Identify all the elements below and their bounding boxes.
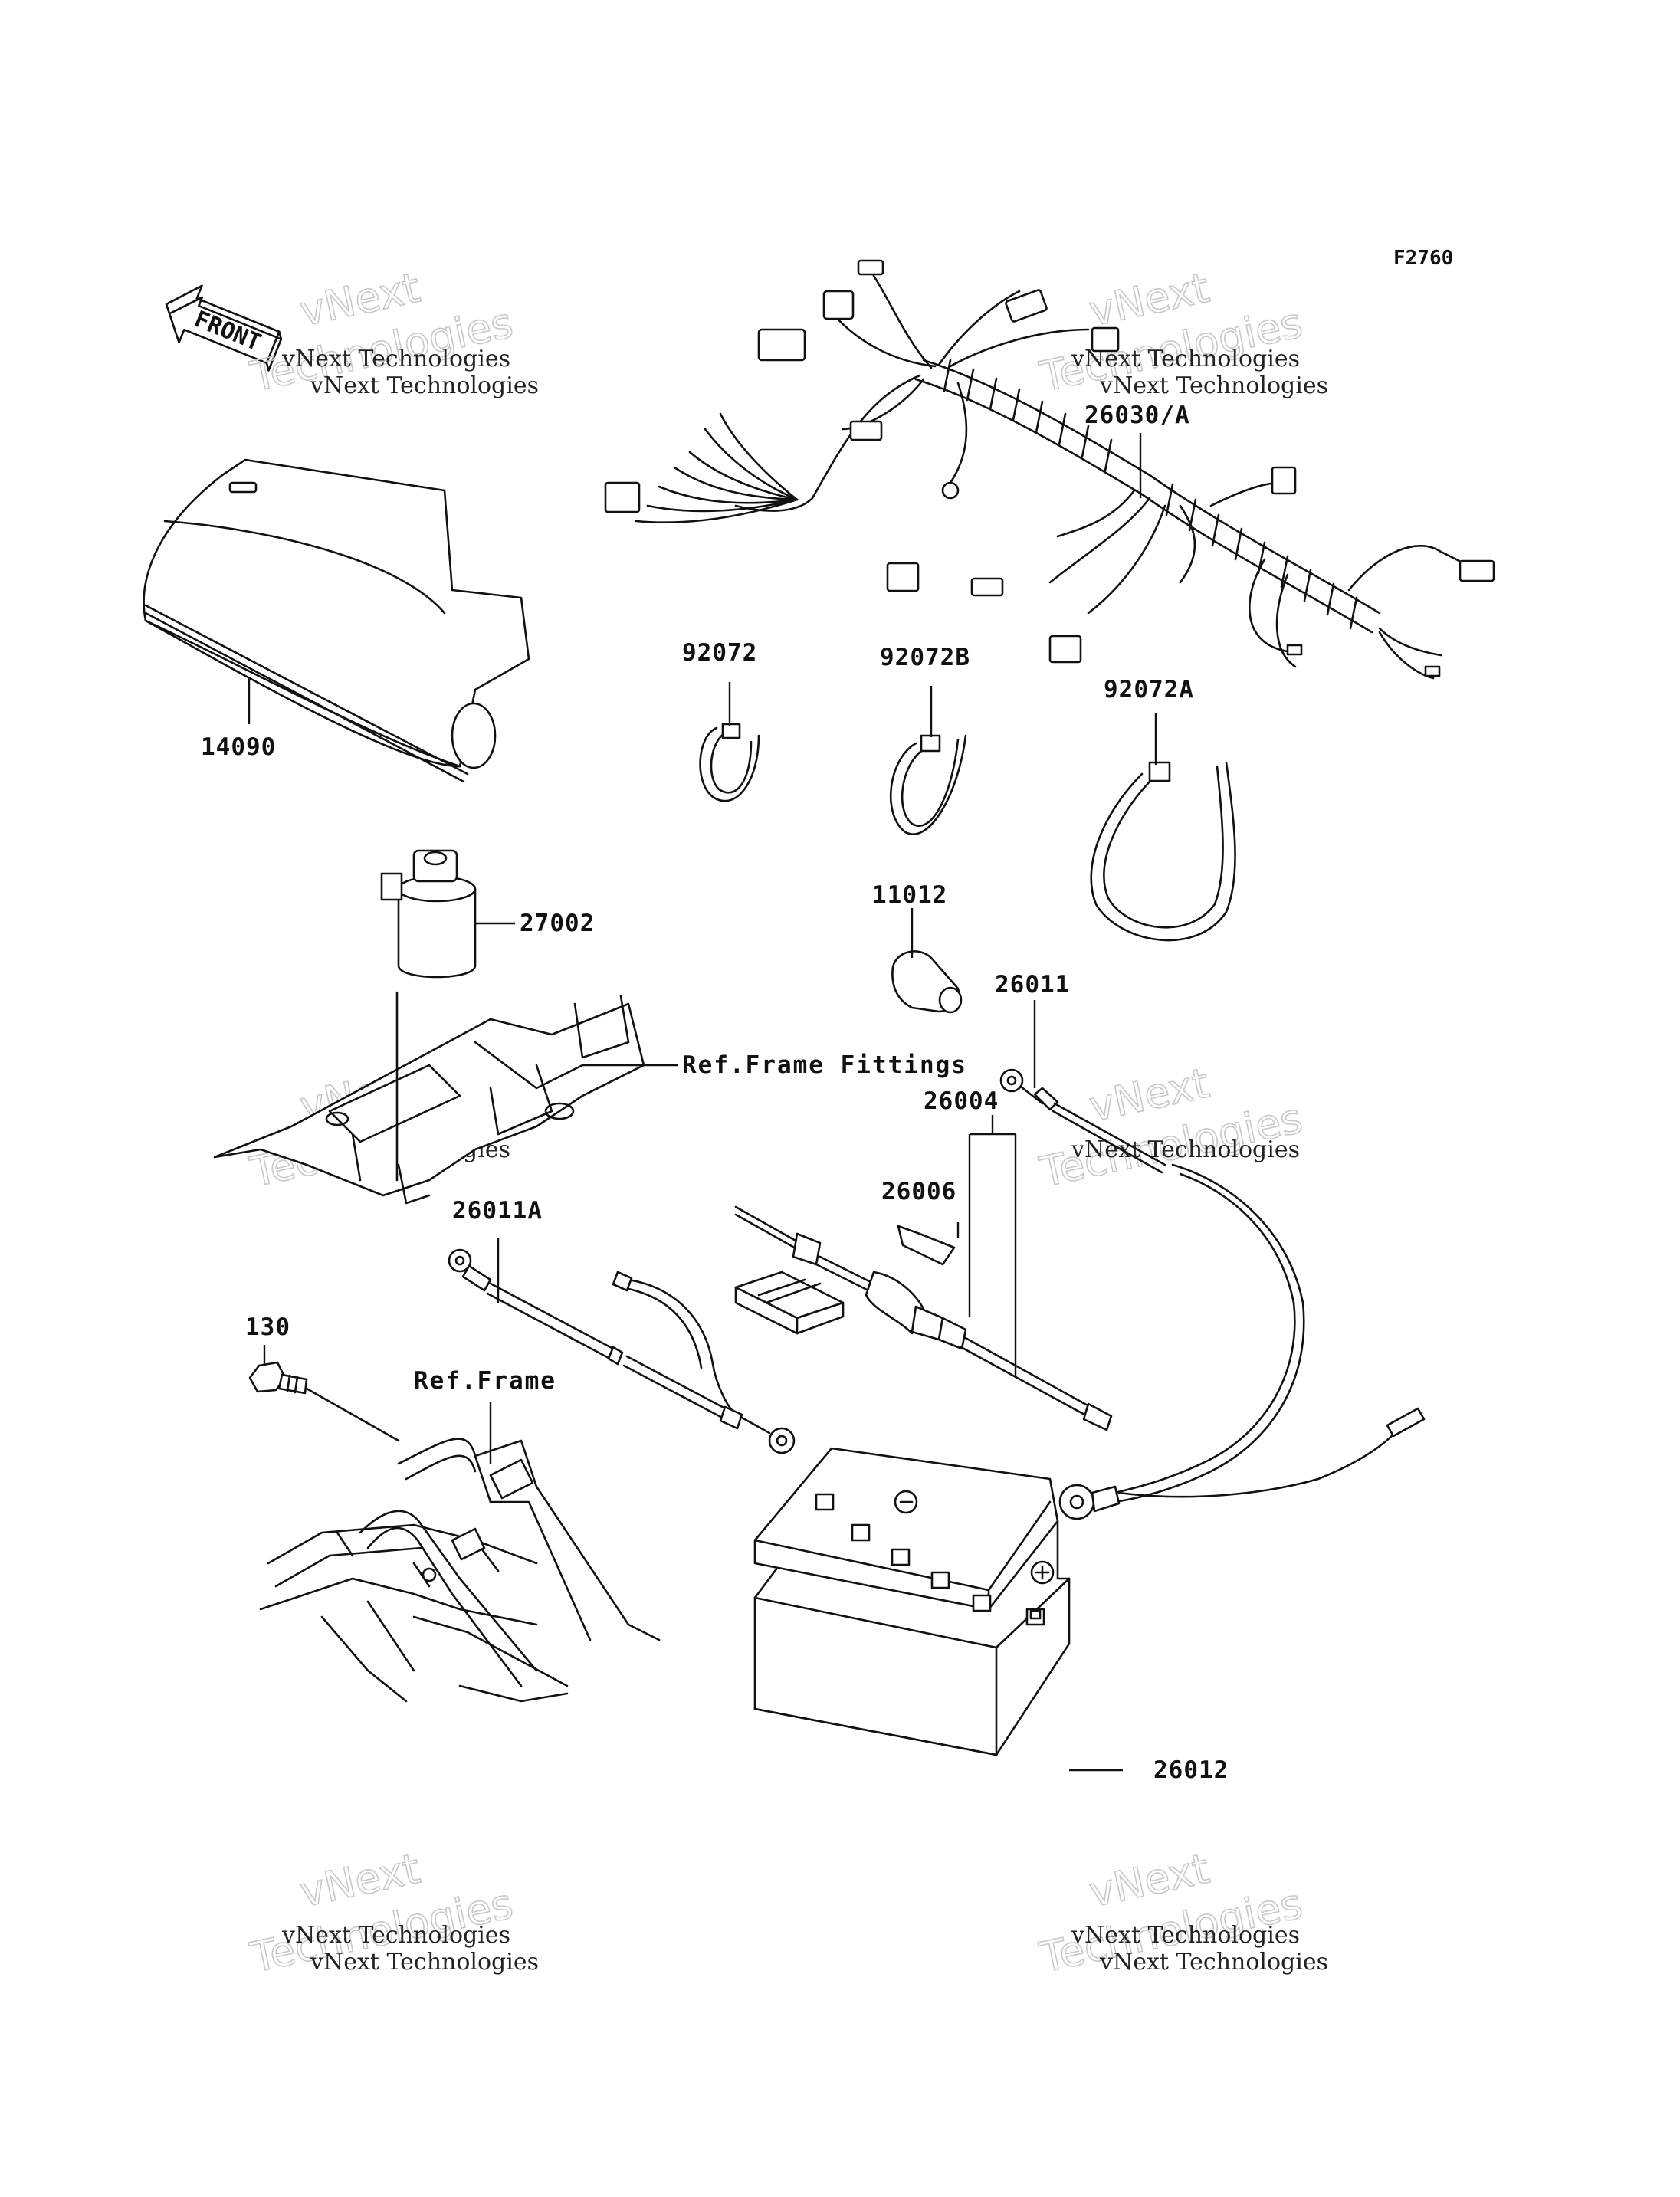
callout-label-cover: 14090	[201, 733, 276, 761]
clamp-part	[699, 723, 760, 802]
callout-label-fuse: 26006	[881, 1178, 956, 1205]
front-arrow-icon: FRONT	[165, 284, 283, 372]
callout-label-harness: 26030/A	[1084, 402, 1190, 429]
clamp-a-part	[1090, 761, 1236, 942]
callout-label-battery: 26012	[1153, 1756, 1229, 1784]
callout-label-cap: 11012	[872, 881, 947, 909]
ref-frame-fittings-label: Ref.Frame Fittings	[682, 1051, 967, 1079]
clamp-b-part	[889, 734, 967, 835]
figure-code: F2760	[1393, 247, 1453, 270]
svg-text:vNext Technologies: vNext Technologies	[281, 1922, 510, 1949]
callout-label-fuse-holder: 26004	[924, 1087, 999, 1115]
callout-label-bolt: 130	[245, 1313, 290, 1341]
wiring-harness	[604, 259, 1495, 680]
relay-part	[380, 849, 477, 979]
ref-frame-label: Ref.Frame	[414, 1367, 556, 1395]
svg-text:vNext Technologies: vNext Technologies	[310, 1949, 539, 1976]
callout-labels: 26030/A 14090 92072 92072B 92072A 27002 …	[201, 402, 1229, 1784]
svg-text:vNext Technologies: vNext Technologies	[281, 346, 510, 372]
svg-text:vNext Technologies: vNext Technologies	[1099, 1949, 1328, 1976]
callout-label-cable-neg: 26011A	[452, 1197, 543, 1225]
callout-label-clamp: 92072	[682, 639, 757, 667]
frame-structure	[259, 1438, 661, 1703]
battery-part	[753, 1447, 1071, 1756]
bolt-part	[248, 1361, 400, 1442]
svg-text:vNext Technologies: vNext Technologies	[1071, 1922, 1300, 1949]
frame-fittings-bracket	[213, 991, 645, 1205]
fuse-holder-part	[734, 1205, 1113, 1431]
svg-text:vNext Technologies: vNext Technologies	[1099, 372, 1328, 399]
callout-label-clamp-a: 92072A	[1104, 676, 1194, 703]
leader-lines	[248, 433, 1157, 1772]
callout-label-relay: 27002	[520, 910, 595, 937]
svg-text:vNext Technologies: vNext Technologies	[310, 372, 539, 399]
callout-label-cable-pos: 26011	[995, 971, 1070, 998]
callout-label-clamp-b: 92072B	[880, 644, 970, 671]
cable-negative	[448, 1248, 796, 1454]
svg-text:vNext Technologies: vNext Technologies	[1071, 1136, 1300, 1163]
cable-positive	[999, 1068, 1426, 1520]
cover-part	[143, 458, 530, 783]
cap-part	[891, 950, 963, 1014]
